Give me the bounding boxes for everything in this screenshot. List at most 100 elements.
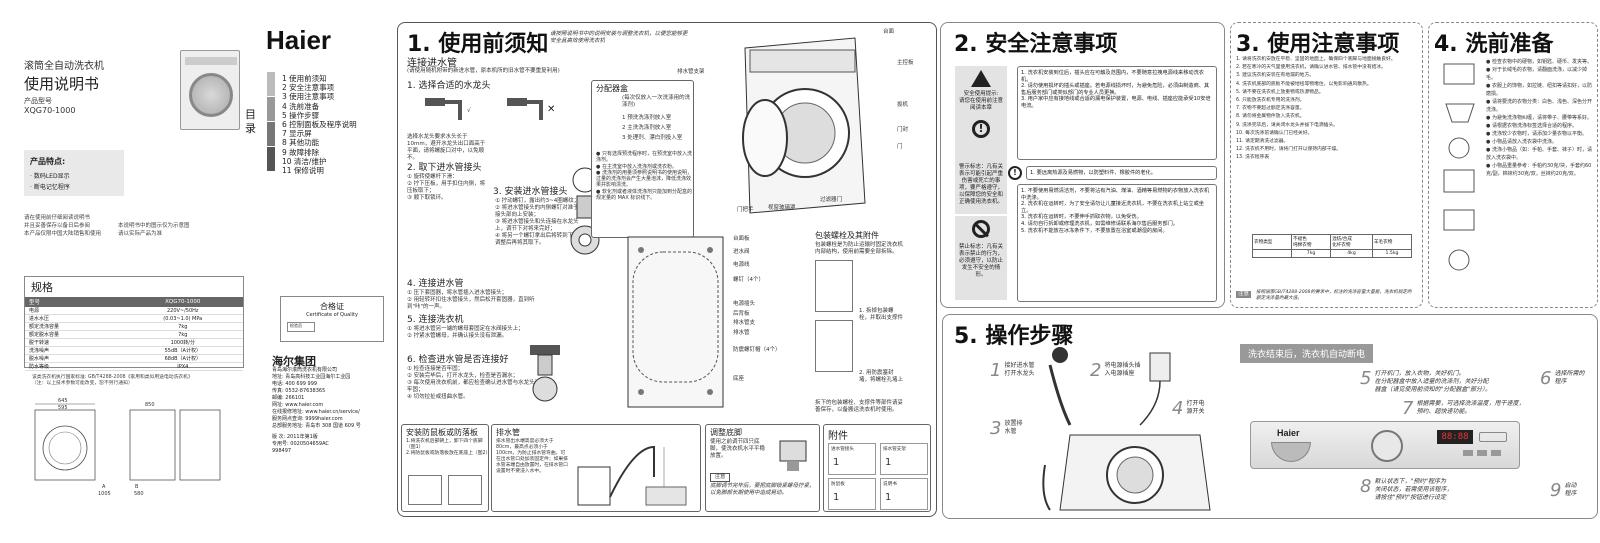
step4-list: ① 压下套固器，将水管插入进水管接头； ② 用轻转环扣住水管接头，然后松开套固器… xyxy=(407,290,535,310)
panel-brand: Haier xyxy=(1277,428,1300,438)
toc-item[interactable]: 6 控制面板及程序说明 xyxy=(282,120,357,130)
step3-list: ① 拧动螺钉，露出约3~4圈螺纹； ② 将进水管接头的内侧螺钉对准于将接头部向上… xyxy=(495,198,585,246)
step2-head: 2. 取下进水管接头 xyxy=(407,163,482,173)
section4-frame xyxy=(1428,22,1598,308)
transport-note: 包装螺栓是为防止运输时固定洗衣机内部结构，使用前需要全部拆除。 xyxy=(815,242,904,255)
capacity-note: 按照国家GB/T4288-2008的要求中，标注的洗涤容量大量是，洗衣机规定的额… xyxy=(1256,290,1412,301)
company-logo: 海尔集团 xyxy=(272,355,316,368)
level-warning: 底脚调节完毕后，要把底脚锁紧螺母拧紧，以免脚部长期使用中造成晃动。 xyxy=(710,483,815,496)
washer-back-diagram xyxy=(627,236,724,408)
toc-item[interactable]: 10 清洁/维护 xyxy=(282,156,327,166)
drain-title: 排水管 xyxy=(496,428,520,437)
part-label: 台面 xyxy=(883,29,895,35)
accessories-box: 附件 进水管接头 1 排水管支架 1 防鼠板 1 说明书 1 xyxy=(823,424,931,512)
dim-height: 850 xyxy=(145,402,155,408)
attention-badge-icon: ! xyxy=(1008,166,1022,180)
start-button[interactable] xyxy=(1479,432,1507,442)
step3-head: 3. 安装进水管接头 xyxy=(493,187,568,197)
spec-title: 规格 xyxy=(31,281,53,294)
part-label: 过滤器门 xyxy=(820,197,843,203)
washer-image xyxy=(180,50,240,130)
cert-subtitle: Certificate of Quality xyxy=(306,312,358,318)
reading-note: 请在使用前仔细阅读说明书 并且妥善保存以备日后参阅 本产品仅限中国大陆销售和使用 xyxy=(24,215,102,237)
part-label: 门 xyxy=(897,144,903,150)
section2-title: 2. 安全注意事项 xyxy=(954,32,1118,57)
install-title: 安装防鼠板或防落板 xyxy=(406,428,478,437)
dim-depth-b: 580 xyxy=(134,491,144,497)
operation-illustration xyxy=(1042,347,1211,511)
dimension-drawing: 645 595 850 A B 1005 580 xyxy=(34,398,221,497)
toc-list: 1 使用前须知 2 安全注意事项 3 使用注意事项 4 洗前准备 5 操作步骤 … xyxy=(282,74,357,175)
acc-item: 排水管支架 1 xyxy=(880,443,928,475)
function-button[interactable] xyxy=(1491,450,1501,456)
section4-title: 4. 洗前准备 xyxy=(1434,32,1554,57)
toc-item[interactable]: 9 故障排除 xyxy=(282,147,320,157)
part-label: 门把手 xyxy=(737,207,754,213)
svg-text:✕: ✕ xyxy=(547,104,555,115)
prohibit-list: 1. 不要使用易燃清洁剂，不要将沾有汽油、煤油、酒精等易燃物的衣物放入洗衣机中洗… xyxy=(1017,184,1217,302)
led-display: 88:88 xyxy=(1437,430,1473,444)
spec-row: 进水水压(0.03~1.0) MPa xyxy=(25,314,243,323)
note-tag: 注意 xyxy=(1236,291,1252,298)
toc-item[interactable]: 11 保修说明 xyxy=(282,166,324,176)
prohibit-side: 禁止标志：凡有关表示禁止的行为，必须遵守，以防止发生不安全的情形。 xyxy=(955,216,1007,300)
transport-foot: 拆下的包装螺栓、支撑件等部件请妥善保存，以备搬运洗衣机时使用。 xyxy=(815,400,904,413)
level-hint: 注意 xyxy=(710,473,730,482)
step1-head: 1. 选择合适的水龙头 xyxy=(407,81,491,91)
level-note: 使用之前调节四只底脚，使洗衣机水平平稳放置。 xyxy=(710,439,766,459)
step6-list: ① 检查连接是否牢固； ② 安装完毕后，打开水龙头，检查是否漏水； ③ 每次使用… xyxy=(407,366,546,400)
toc-item[interactable]: 1 使用前须知 xyxy=(282,74,327,83)
toc-item[interactable]: 3 使用注意事项 xyxy=(282,92,335,102)
transport-title: 包装螺栓及其附件 xyxy=(815,231,879,240)
level-title: 调整底脚 xyxy=(710,428,742,437)
part-label: 视窗玻璃罩 xyxy=(768,205,796,211)
function-button[interactable] xyxy=(1463,450,1473,456)
back-part: 螺钉（4个） xyxy=(733,277,764,283)
program-knob[interactable] xyxy=(1371,430,1403,462)
dispenser-item: 1 预洗洗涤剂放入室 xyxy=(622,115,672,121)
install-plate-box: 安装防鼠板或防落板 1.将洗衣机后部朝上，卸下四个底脚（图1） 2.将防鼠板或防… xyxy=(401,424,490,512)
dispenser-item: 2 主洗洗涤剂放入室 xyxy=(622,125,672,131)
control-panel-image: Haier 88:88 xyxy=(1250,421,1520,469)
acc-item: 进水管接头 1 xyxy=(828,443,876,475)
attention-icon: ! xyxy=(972,120,990,138)
acc-title: 附件 xyxy=(828,431,848,442)
attention-line: 1. 要远离热源及易燃物，以防塑料件、橡胶件的老化。 xyxy=(1026,166,1217,180)
dim-width: 645 xyxy=(58,398,68,404)
back-part: 底座 xyxy=(733,376,745,382)
dim-depth-a: 1005 xyxy=(98,491,111,497)
feature-item: · 数码LED显示 xyxy=(30,173,70,180)
toc-item[interactable]: 5 操作步骤 xyxy=(282,110,320,120)
bolt-figure-1 xyxy=(815,260,853,312)
dispenser-notes: ● 只有选择预洗程序时，在预洗室中放入洗涤剂。 ● 在主洗室中放入洗涤剂或洗衣粉… xyxy=(596,151,692,202)
back-part: 排水管支 xyxy=(733,320,756,326)
part-label: 扳机 xyxy=(897,102,909,108)
part-label: 主控板 xyxy=(897,60,914,66)
company-info: 海尔集团 青岛海尔滚筒洗衣机有限公司 地址: 青岛高科技工业园海尔工业园 电话:… xyxy=(272,355,392,455)
toc-item[interactable]: 8 其他功能 xyxy=(282,138,320,148)
water-title: 连接进水管 xyxy=(407,58,457,69)
section5-frame xyxy=(942,314,1598,519)
back-part: 电源插头 xyxy=(733,301,756,307)
usage-list: 1. 请将洗衣机安放在平稳、坚固的地面上，确保四个底脚与地面接触良好。 2. 若… xyxy=(1236,57,1396,161)
toc-item[interactable]: 2 安全注意事项 xyxy=(282,83,335,93)
foot-diagram xyxy=(779,440,807,471)
brand-logo: Haier xyxy=(266,25,332,55)
section1-frame xyxy=(397,22,937,517)
edition-info: 版 次: 2011年第1版 专用号: 0020504659AC 998497 xyxy=(272,434,329,454)
toc-item[interactable]: 7 显示屏 xyxy=(282,129,312,139)
cert-title: 合格证 xyxy=(320,302,344,311)
acc-item: 防鼠板 1 xyxy=(828,478,876,510)
toc-item[interactable]: 4 洗前准备 xyxy=(282,101,320,111)
company-address: 青岛海尔滚筒洗衣机有限公司 地址: 青岛高科技工业园海尔工业园 电话: 400 … xyxy=(272,367,361,429)
function-button[interactable] xyxy=(1477,450,1487,456)
